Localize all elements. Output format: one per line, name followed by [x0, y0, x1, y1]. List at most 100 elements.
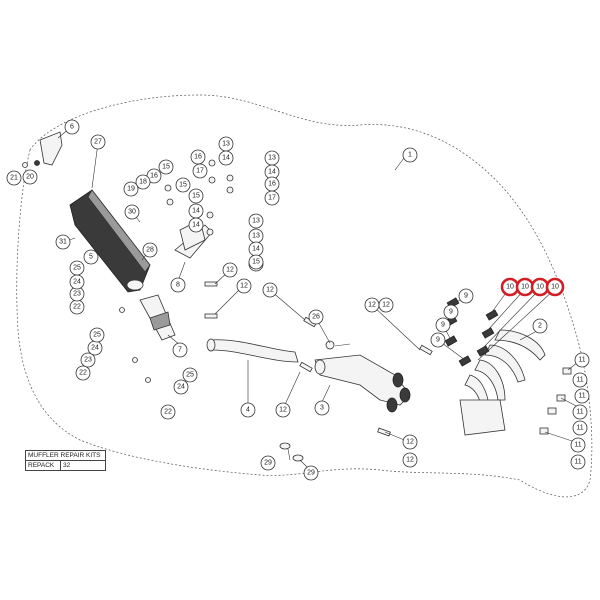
svg-text:12: 12 — [406, 457, 414, 464]
callout-28: 28 — [142, 242, 158, 258]
svg-text:25: 25 — [93, 332, 101, 339]
svg-text:24: 24 — [91, 345, 99, 352]
collector-pipe — [314, 354, 411, 413]
svg-text:15: 15 — [192, 193, 200, 200]
callout-2: 2 — [532, 318, 548, 334]
svg-text:12: 12 — [279, 407, 287, 414]
kit-boundary — [16, 94, 593, 498]
svg-text:22: 22 — [79, 370, 87, 377]
callout-30: 30 — [124, 204, 140, 220]
callout-13: 13 — [248, 213, 264, 229]
svg-text:27: 27 — [94, 139, 102, 146]
fasteners — [22, 159, 572, 462]
svg-text:24: 24 — [73, 279, 81, 286]
svg-text:13: 13 — [222, 141, 230, 148]
callout-31: 31 — [55, 234, 71, 250]
callout-13: 13 — [248, 228, 264, 244]
svg-text:11: 11 — [578, 357, 585, 364]
svg-text:9: 9 — [449, 309, 453, 316]
callout-12: 12 — [402, 434, 418, 450]
callout-24: 24 — [173, 379, 189, 395]
svg-text:13: 13 — [252, 218, 260, 225]
callout-10-highlighted: 10 — [500, 277, 520, 297]
callout-12: 12 — [262, 282, 278, 298]
svg-text:10: 10 — [551, 284, 559, 291]
svg-text:7: 7 — [178, 347, 182, 354]
svg-text:28: 28 — [146, 247, 154, 254]
svg-text:20: 20 — [26, 174, 34, 181]
svg-text:12: 12 — [226, 267, 234, 274]
svg-text:22: 22 — [73, 304, 81, 311]
kit-table-row-label: REPACK — [25, 460, 61, 471]
svg-text:12: 12 — [382, 302, 390, 309]
callout-12: 12 — [364, 297, 380, 313]
callout-15: 15 — [188, 188, 204, 204]
link-pipe-shield — [139, 294, 176, 341]
silencer-body — [69, 189, 151, 293]
callout-17: 17 — [264, 190, 280, 206]
callout-14: 14 — [188, 203, 204, 219]
svg-text:6: 6 — [70, 124, 74, 131]
callout-11: 11 — [570, 454, 586, 470]
callout-9: 9 — [458, 288, 474, 304]
svg-text:19: 19 — [127, 186, 135, 193]
callout-5: 5 — [83, 249, 99, 265]
svg-text:25: 25 — [73, 265, 81, 272]
callout-11: 11 — [572, 372, 588, 388]
callout-27: 27 — [90, 134, 106, 150]
svg-text:11: 11 — [578, 393, 585, 400]
callout-11: 11 — [570, 437, 586, 453]
callout-18: 18 — [135, 174, 151, 190]
svg-text:14: 14 — [192, 222, 200, 229]
svg-text:18: 18 — [139, 179, 147, 186]
svg-text:11: 11 — [576, 409, 583, 416]
callout-19: 19 — [123, 181, 139, 197]
svg-text:22: 22 — [164, 409, 172, 416]
callout-15: 15 — [175, 177, 191, 193]
svg-text:9: 9 — [464, 293, 468, 300]
callout-9: 9 — [435, 317, 451, 333]
svg-text:16: 16 — [268, 181, 276, 188]
svg-text:29: 29 — [307, 470, 315, 477]
callout-12: 12 — [378, 297, 394, 313]
callout-17: 17 — [192, 163, 208, 179]
callout-10-highlighted: 10 — [530, 277, 550, 297]
callout-11: 11 — [574, 352, 590, 368]
callout-22: 22 — [160, 404, 176, 420]
svg-text:30: 30 — [128, 209, 136, 216]
callout-8: 8 — [170, 277, 186, 293]
callouts: 1 2 3 4 5 6 7 8 9 9 9 9 10 10 10 10 11 1… — [6, 119, 590, 481]
svg-text:10: 10 — [536, 284, 544, 291]
svg-text:9: 9 — [436, 337, 440, 344]
header-pipes — [459, 329, 546, 436]
svg-text:31: 31 — [59, 239, 67, 246]
callout-15: 15 — [158, 159, 174, 175]
svg-text:24: 24 — [177, 384, 185, 391]
callout-11: 11 — [572, 404, 588, 420]
svg-text:4: 4 — [246, 407, 250, 414]
svg-text:8: 8 — [176, 282, 180, 289]
svg-text:15: 15 — [179, 182, 187, 189]
callout-9: 9 — [430, 332, 446, 348]
svg-text:23: 23 — [73, 291, 81, 298]
callout-4: 4 — [240, 402, 256, 418]
svg-text:5: 5 — [89, 254, 93, 261]
callout-6: 6 — [64, 119, 80, 135]
svg-text:12: 12 — [406, 439, 414, 446]
svg-text:16: 16 — [194, 154, 202, 161]
svg-text:1: 1 — [408, 152, 412, 159]
callout-3: 3 — [314, 400, 330, 416]
svg-text:21: 21 — [10, 175, 18, 182]
svg-text:10: 10 — [506, 284, 514, 291]
callout-13: 13 — [218, 136, 234, 152]
callout-22: 22 — [69, 299, 85, 315]
svg-text:17: 17 — [268, 195, 276, 202]
callout-29: 29 — [303, 465, 319, 481]
svg-text:14: 14 — [222, 155, 230, 162]
svg-text:10: 10 — [521, 284, 529, 291]
callout-10-highlighted: 10 — [515, 277, 535, 297]
callout-14: 14 — [218, 150, 234, 166]
kit-table-title: MUFFLER REPAIR KITS — [25, 450, 106, 461]
callout-16: 16 — [264, 176, 280, 192]
